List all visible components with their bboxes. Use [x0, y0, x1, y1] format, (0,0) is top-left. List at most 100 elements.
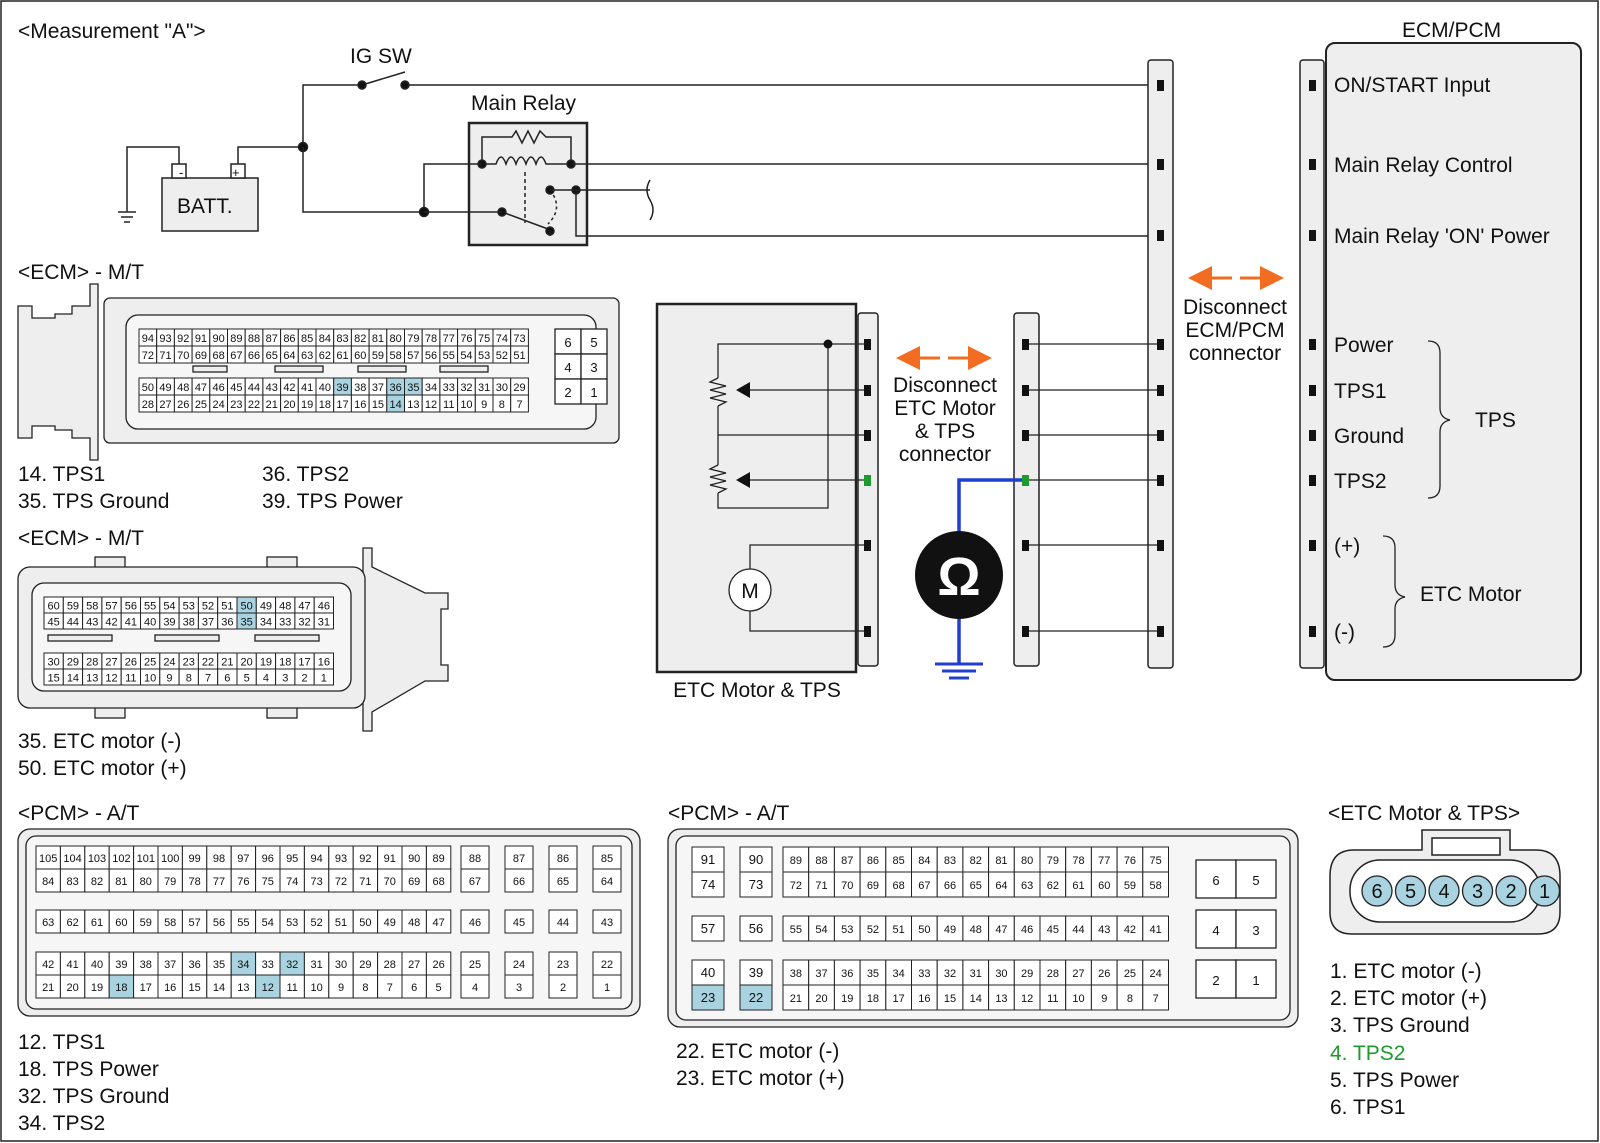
pin-label: 18 — [115, 982, 127, 994]
ecm1-side-2: 2 — [564, 385, 571, 400]
pin-label: 33 — [279, 617, 291, 629]
pin-label: 65 — [970, 880, 982, 892]
etc-tps-box — [655, 302, 879, 674]
pin-label: 84 — [42, 876, 54, 888]
pcm-at-1-title: <PCM> - A/T — [18, 802, 140, 825]
pin-label: 78 — [188, 876, 200, 888]
pin-label: 32 — [298, 617, 310, 629]
pin-label: 79 — [1047, 855, 1059, 867]
pin-label: 12 — [425, 399, 437, 411]
pin-label: 14 — [390, 399, 402, 411]
pin-label: 37 — [815, 968, 827, 980]
pin-label: 44 — [248, 382, 260, 394]
pin-cell — [425, 868, 452, 893]
motor-symbol: M — [741, 580, 759, 603]
pin-label: 55 — [237, 917, 249, 929]
ecm-mt-1-title: <ECM> - M/T — [18, 261, 144, 284]
pin-label: 86 — [867, 855, 879, 867]
etc-pin-label: 1 — [1539, 881, 1550, 903]
pin-label: 102 — [112, 853, 130, 865]
ecm1-side-5: 5 — [590, 335, 597, 350]
pin-label: 38 — [790, 968, 802, 980]
pin-label: 53 — [183, 601, 195, 613]
ecm-term-power: Power — [1334, 334, 1394, 357]
pin-label: 66 — [248, 350, 260, 362]
pin-label: 86 — [283, 333, 295, 345]
pin-label: 59 — [1124, 880, 1136, 892]
pin-label: 71 — [815, 880, 827, 892]
pin-label: 63 — [301, 350, 313, 362]
pin-label: 25 — [144, 657, 156, 669]
pin-label: 5 — [436, 982, 442, 994]
pin-label: 89 — [432, 853, 444, 865]
pin-label: 14 — [970, 993, 982, 1005]
pin-label: 104 — [63, 853, 81, 865]
pin-label: 32 — [286, 959, 298, 971]
pin-label: 44 — [1072, 924, 1084, 936]
pin-label: 70 — [384, 876, 396, 888]
pin-label: 41 — [125, 617, 137, 629]
pin-label: 37 — [202, 617, 214, 629]
pin-label: 47 — [432, 917, 444, 929]
pin-label: 12 — [105, 673, 117, 685]
etc-legend-5: 5. TPS Power — [1330, 1069, 1459, 1092]
pin-label: 50 — [918, 924, 930, 936]
pin-label: 57 — [701, 921, 715, 936]
pin-label: 24 — [513, 959, 525, 971]
pin-label: 47 — [298, 601, 310, 613]
pin-label: 89 — [230, 333, 242, 345]
pin-cell — [1013, 846, 1041, 873]
pin-label: 20 — [815, 993, 827, 1005]
pin-label: 40 — [319, 382, 331, 394]
pin-label: 11 — [125, 673, 136, 685]
pin-label: 31 — [970, 968, 982, 980]
pin-cell — [1090, 984, 1118, 1011]
pin-label: 87 — [266, 333, 278, 345]
pin-label: 30 — [48, 657, 60, 669]
pin-label: 39 — [336, 382, 348, 394]
pin-label: 11 — [1047, 993, 1058, 1005]
pcm1-legend-1: 12. TPS1 — [18, 1031, 105, 1054]
pin-label: 62 — [66, 917, 78, 929]
pcm2-side-5: 5 — [1252, 873, 1259, 888]
pin-label: 79 — [164, 876, 176, 888]
pin-label: 25 — [469, 959, 481, 971]
pin-label: 44 — [67, 617, 79, 629]
pin-label: 37 — [372, 382, 384, 394]
pin-label: 13 — [237, 982, 249, 994]
etc-pin-label: 4 — [1438, 881, 1449, 903]
pin-label: 88 — [248, 333, 260, 345]
pin-label: 2 — [560, 982, 566, 994]
pin-label: 61 — [336, 350, 348, 362]
pin-label: 28 — [86, 657, 98, 669]
etc-pin-label: 3 — [1472, 881, 1483, 903]
pin-label: 82 — [91, 876, 103, 888]
pin-label: 64 — [995, 880, 1007, 892]
disconnect-etc-line2: ETC Motor — [894, 397, 996, 420]
etc-pin — [1528, 875, 1561, 907]
pin-label: 105 — [39, 853, 57, 865]
pin-label: 48 — [279, 601, 291, 613]
pin-label: 22 — [202, 657, 214, 669]
ig-sw-label: IG SW — [350, 45, 412, 68]
pin-label: 94 — [310, 853, 322, 865]
disconnect-etc-line1: Disconnect — [893, 374, 997, 397]
pin-label: 46 — [213, 382, 225, 394]
pin-cell — [592, 909, 622, 934]
pin-label: 12 — [1021, 993, 1033, 1005]
pin-label: 1 — [604, 982, 610, 994]
ecm2-legend-2: 50. ETC motor (+) — [18, 757, 187, 780]
pin-label: 77 — [443, 333, 455, 345]
pin-label: 36 — [188, 959, 200, 971]
etc-pin-label: 6 — [1371, 881, 1382, 903]
pin-label: 40 — [701, 965, 715, 980]
pin-label: 34 — [237, 959, 249, 971]
pin-cell — [1142, 871, 1170, 898]
ecm-term-main-relay-on-power: Main Relay 'ON' Power — [1334, 225, 1550, 248]
pin-cell — [1142, 915, 1170, 942]
pin-cell — [691, 984, 725, 1011]
pin-label: 64 — [283, 350, 295, 362]
pin-label: 10 — [1072, 993, 1084, 1005]
pin-label: 59 — [372, 350, 384, 362]
